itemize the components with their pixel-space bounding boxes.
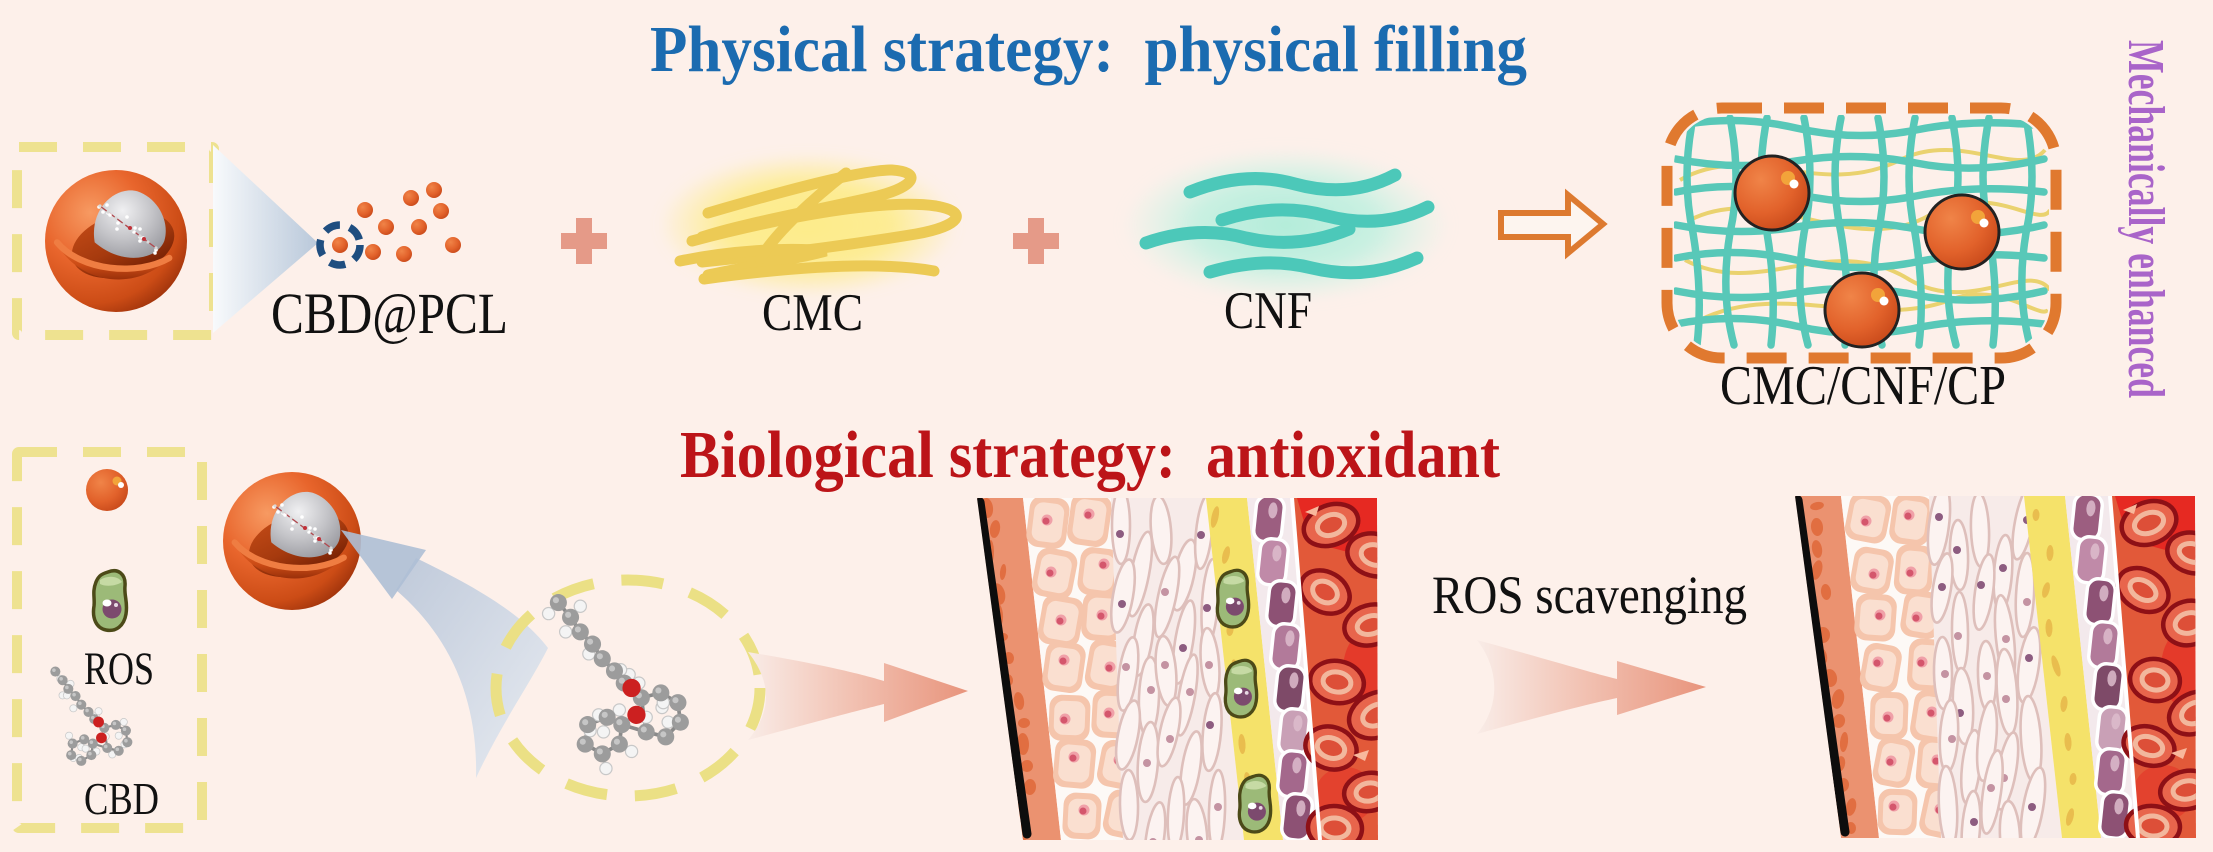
svg-text:CBD: CBD bbox=[84, 773, 159, 824]
svg-text:Biological strategy: antioxid: Biological strategy: antioxidant bbox=[680, 418, 1501, 492]
svg-text:CNF: CNF bbox=[1224, 282, 1312, 340]
svg-text:ROS scavenging: ROS scavenging bbox=[1432, 565, 1747, 625]
svg-text:CMC/CNF/CP: CMC/CNF/CP bbox=[1720, 355, 2006, 417]
svg-text:CMC: CMC bbox=[762, 284, 863, 342]
svg-text:CBD@PCL: CBD@PCL bbox=[271, 281, 508, 346]
svg-text:Mechanically enhanced: Mechanically enhanced bbox=[2117, 40, 2175, 398]
svg-text:ROS: ROS bbox=[84, 643, 154, 695]
svg-text:Physical strategy: physical f: Physical strategy: physical filling bbox=[650, 13, 1527, 86]
